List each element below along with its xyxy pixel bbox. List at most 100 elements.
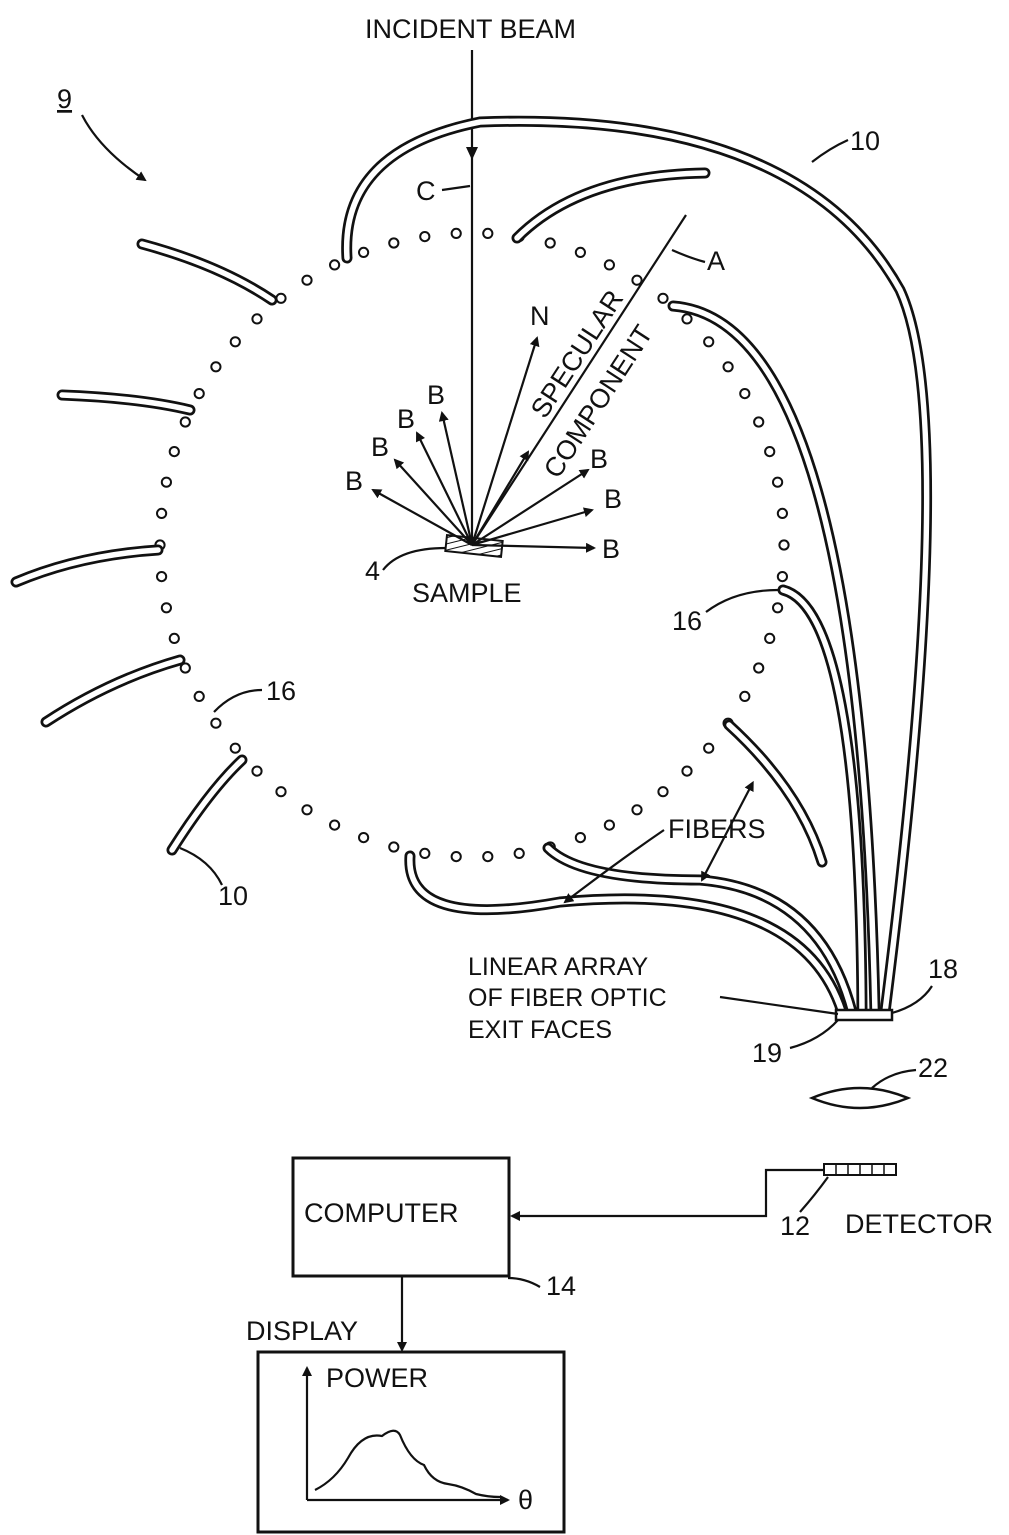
detector-port [681,313,693,325]
detector-port [193,388,205,400]
computer-box [291,1156,511,1278]
normal-label: N [530,301,550,331]
axis-a-leader [671,248,706,264]
detector-port [210,717,222,729]
array-label-line3: EXIT FACES [468,1016,612,1044]
detector-port [482,851,494,863]
port-ref-label-left: 16 [266,676,296,706]
detector-port [574,832,587,844]
sample-ref-leader [382,546,447,571]
detector-label: DETECTOR [845,1209,993,1239]
port-ref-leader-right [705,588,779,613]
fibers-arrow-up [701,780,754,882]
lens-ref-label: 22 [918,1053,948,1083]
detector-port [160,602,172,614]
detector-port [544,237,556,249]
detector-port [603,259,616,271]
detector-port [301,274,313,286]
detector-port [301,804,313,816]
detector-port [251,313,263,325]
detector-port [703,336,715,348]
detector-cells [835,1164,885,1175]
detector-port [603,819,616,831]
port-ref-leader-left [213,688,263,713]
detector-port [251,765,263,777]
detector-port [358,832,370,844]
scatter-label-b5: B [590,444,608,474]
detector-port [156,571,168,583]
detector-port [776,571,789,583]
detector-port [739,388,751,400]
detector-port [419,231,431,243]
sample-label: SAMPLE [412,578,522,608]
lens [808,1086,912,1110]
sample [444,534,504,558]
lens-ref-leader [871,1068,917,1089]
detector-port [168,632,180,645]
detector-to-computer-line [510,1168,824,1221]
detector-port [193,690,205,703]
detector-port [631,804,643,816]
scatter-ray-b4 [438,411,474,546]
scatter-label-b4: B [427,380,445,410]
detector-port [388,841,400,853]
detector-port [764,632,776,645]
detector-port [681,765,693,777]
detector-port [753,662,765,674]
detector-port [657,292,669,304]
detector-port [419,847,431,860]
display-box [256,1350,566,1534]
detector-port [764,446,776,458]
detector-port [772,476,784,488]
computer-label: COMPUTER [304,1198,459,1228]
array-label-line2: OF FIBER OPTIC [468,984,667,1012]
detector-port [210,361,222,373]
detector-port [329,819,341,831]
scatter-label-b7: B [602,534,620,564]
port-ring [154,227,790,863]
array-ref-18-leader [891,985,933,1015]
detector-port [179,416,191,428]
detector-port [753,416,765,428]
detector-port [450,851,462,863]
fiber-ref-label-top: 10 [850,126,880,156]
detector-port [229,336,241,348]
fiber-stubs-left [10,238,278,856]
detector-port [156,507,168,520]
incident-beam-label: INCIDENT BEAM [365,14,576,44]
fiber-bundle-right [341,115,933,1018]
array-label-line1: LINEAR ARRAY [468,953,648,981]
scatter-ray-b2 [393,458,473,546]
detector-port [513,847,525,860]
detector-port [657,786,669,798]
array-ref-18: 18 [928,954,958,984]
detector-port [482,227,494,239]
detector-port [574,246,587,258]
plot-power-curve [314,1429,501,1499]
fiber-ref-leader-top [811,138,849,163]
detector-port [275,786,287,798]
detector-ref-label: 12 [780,1211,810,1241]
scatter-ray-b3 [416,431,473,546]
fibers-arrow-left [563,829,665,904]
detector-port [778,539,790,551]
beam-c-label: C [416,176,436,206]
fiber-ref-leader-bottom [179,846,223,886]
specular-axis-line [471,214,687,546]
port-ref-label-right: 16 [672,606,702,636]
plot-y-label: POWER [326,1363,428,1393]
plot-x-label: θ [518,1485,533,1515]
ref-9-arrow [81,114,147,182]
detector-port [450,227,462,239]
detector-port [776,507,789,520]
computer-ref-leader [507,1276,541,1288]
detector-port [275,292,287,304]
sample-ref-label: 4 [365,556,380,586]
incident-beam-arrowhead [466,147,478,160]
scatter-label-b6: B [604,484,622,514]
detector-port [229,742,241,754]
detector-port [179,662,191,674]
detector-port [160,476,172,488]
detector-port [329,259,341,271]
